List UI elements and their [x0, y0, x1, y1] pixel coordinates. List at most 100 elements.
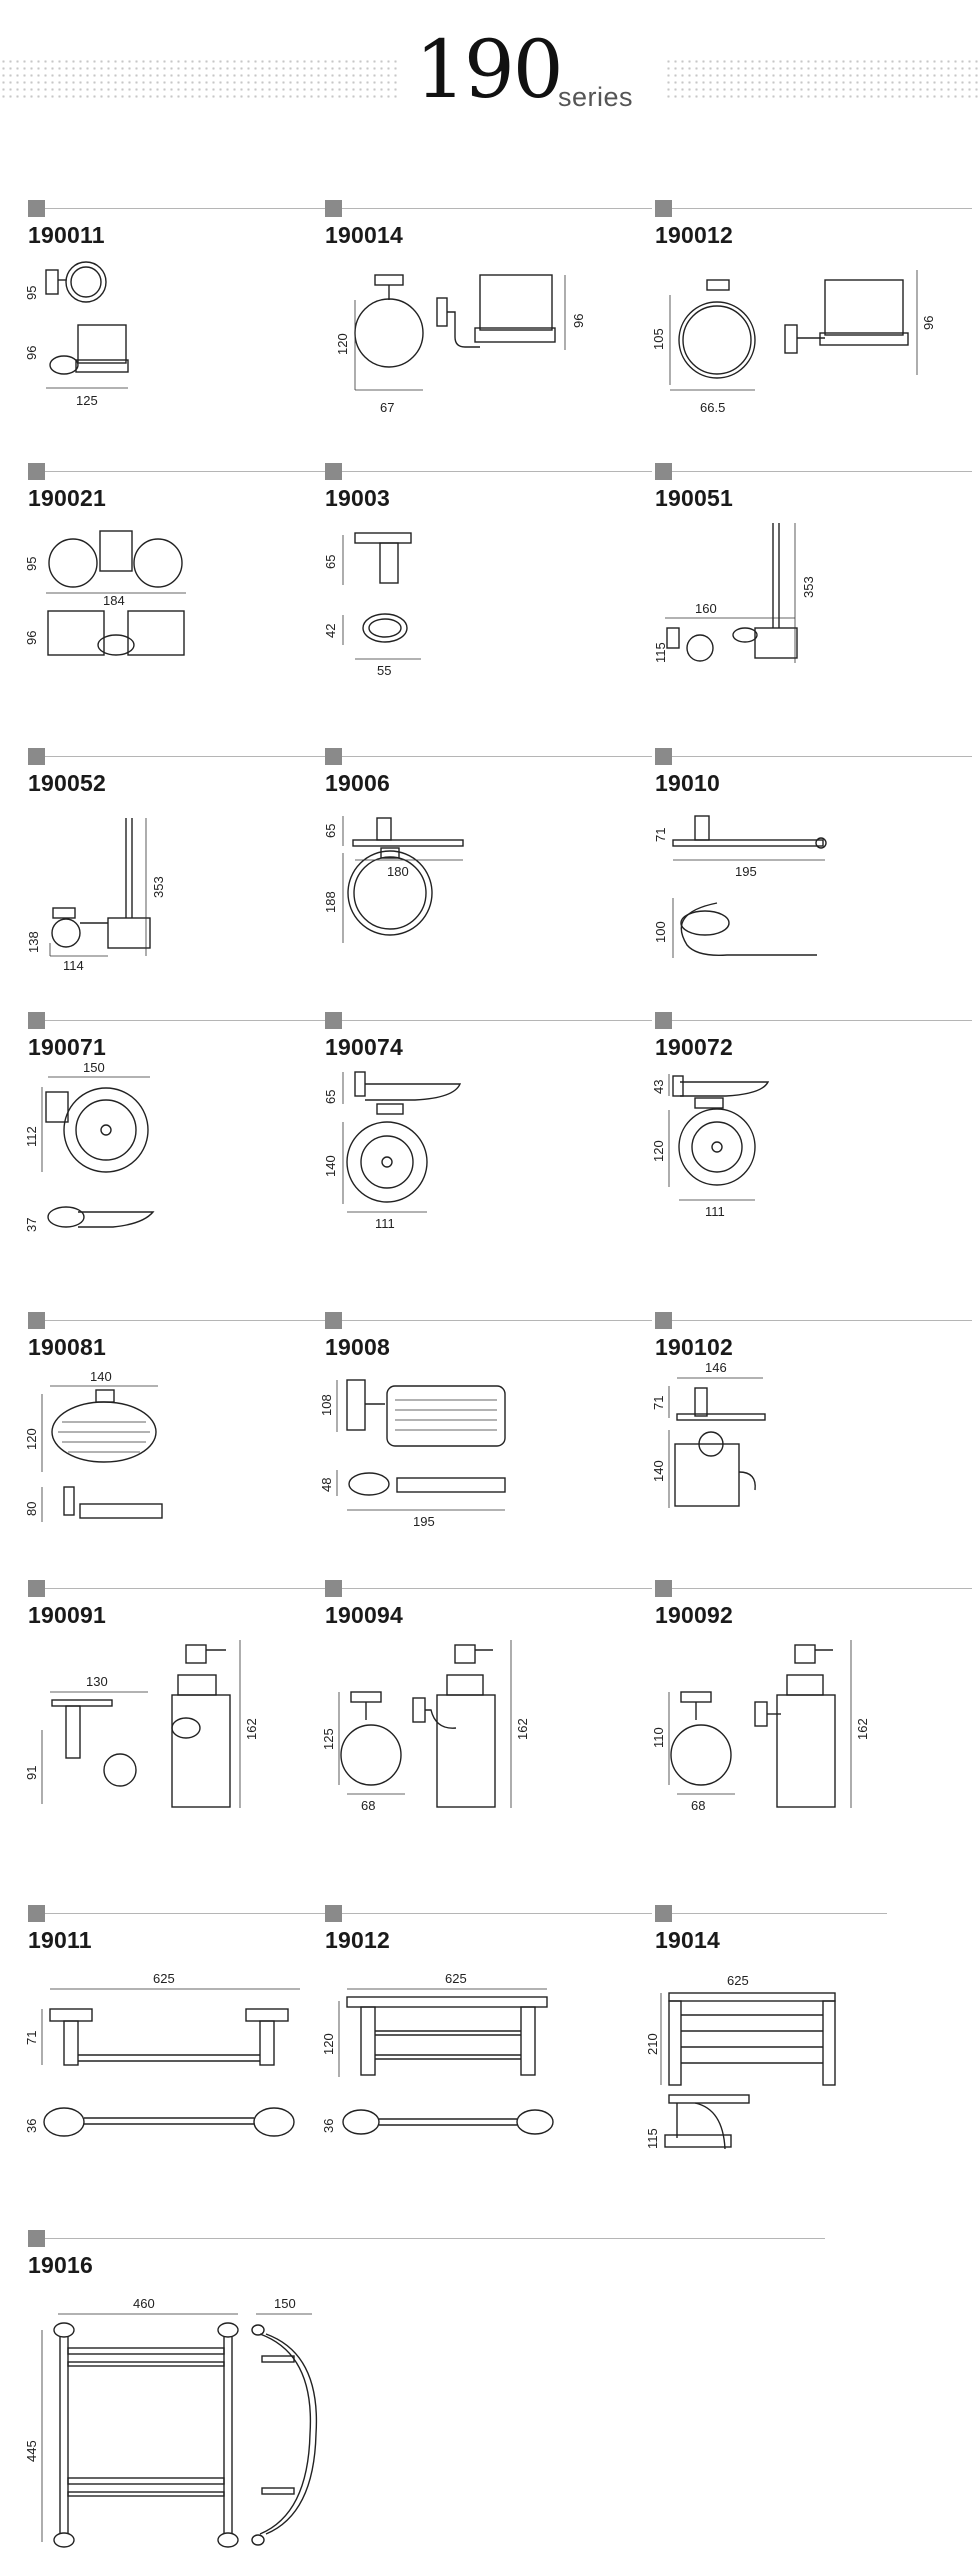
- section-marker: [325, 1905, 342, 1922]
- dim-top: 71: [653, 828, 668, 842]
- product-drawing: 120 67 96: [335, 274, 586, 415]
- dim-width: 460: [133, 2296, 155, 2311]
- section-rule: [672, 756, 972, 757]
- product-drawing: 65 140 111: [323, 1071, 462, 1231]
- product-code: 190012: [655, 222, 733, 248]
- dim-total: 353: [151, 876, 166, 898]
- product-190072: 190072 43 120 111: [651, 1012, 975, 1252]
- dot-pattern-left: [0, 58, 400, 102]
- product-190012: 190012 105 66.5 96: [651, 200, 975, 430]
- section-rule: [45, 1913, 335, 1914]
- section-marker: [325, 463, 342, 480]
- dim-height: 100: [653, 921, 668, 943]
- product-code: 190081: [28, 1334, 106, 1360]
- dim-width: 66.5: [700, 400, 725, 415]
- product-code: 190074: [325, 1034, 403, 1060]
- dim-total: 162: [515, 1718, 530, 1740]
- section-rule: [45, 208, 335, 209]
- section-marker: [655, 463, 672, 480]
- product-code: 19010: [655, 770, 720, 796]
- product-190011: 190011 125 95 96: [24, 200, 335, 430]
- section-rule: [342, 471, 652, 472]
- section-marker: [655, 1580, 672, 1597]
- dim-total: 162: [855, 1718, 870, 1740]
- dim-height: 445: [24, 2440, 39, 2462]
- product-drawing: 125 68 162: [321, 1640, 530, 1813]
- product-190052: 190052 138 114 353: [26, 748, 335, 988]
- product-190071: 190071 150 112 37: [24, 1012, 335, 1252]
- dim-width: 125: [76, 393, 98, 408]
- product-code: 190071: [28, 1034, 106, 1060]
- dim-height: 110: [651, 1727, 666, 1748]
- product-drawing: 110 68 162: [651, 1640, 870, 1813]
- product-190092: 190092 110 68 162: [651, 1580, 975, 1840]
- product-drawing: 625 71 36: [24, 1971, 300, 2137]
- product-drawing: 65 42 55: [323, 532, 421, 678]
- section-marker: [655, 1905, 672, 1922]
- dim-width: 114: [63, 958, 84, 973]
- dim-height: 71: [24, 2031, 39, 2045]
- section-rule: [672, 1320, 972, 1321]
- dim-width: 67: [380, 400, 394, 415]
- product-19010: 19010 71 195 100: [653, 748, 975, 988]
- dim-height: 138: [26, 931, 41, 953]
- dim-width: 68: [361, 1798, 375, 1813]
- section-rule: [672, 208, 972, 209]
- product-190091: 190091 130 91 162: [24, 1580, 335, 1840]
- section-marker: [325, 748, 342, 765]
- section-marker: [28, 748, 45, 765]
- product-19014: 19014 625 210 115: [645, 1905, 975, 2165]
- section-rule: [342, 1020, 652, 1021]
- product-drawing: 125 95 96: [24, 261, 129, 408]
- section-rule: [342, 208, 652, 209]
- section-rule: [342, 1320, 652, 1321]
- product-190081: 190081 140 120 80: [24, 1312, 335, 1552]
- product-drawing: 625 210 115: [645, 1973, 836, 2150]
- product-code: 190072: [655, 1034, 733, 1060]
- dim-top: 65: [323, 1090, 338, 1104]
- dim-height: 112: [24, 1126, 39, 1147]
- product-code: 19003: [325, 485, 390, 511]
- product-19006: 19006 65 180 188: [323, 748, 655, 988]
- dim-top: 95: [24, 557, 39, 571]
- dim-width: 111: [375, 1216, 395, 1231]
- section-marker: [28, 1012, 45, 1029]
- dim-width: 625: [727, 1973, 749, 1988]
- product-code: 190094: [325, 1602, 403, 1628]
- section-rule: [45, 471, 335, 472]
- product-drawing: 71 195 100: [653, 815, 827, 958]
- section-marker: [28, 1580, 45, 1597]
- dim-height: 120: [335, 333, 350, 355]
- section-rule: [342, 1913, 652, 1914]
- product-code: 190011: [28, 222, 105, 248]
- product-drawing: 43 120 111: [651, 1074, 770, 1219]
- product-19008: 19008 108 48 195: [319, 1312, 655, 1552]
- dim-bottom: 96: [24, 631, 39, 645]
- series-number: 190: [415, 23, 564, 116]
- dim-height: 120: [651, 1140, 666, 1162]
- section-marker: [655, 1312, 672, 1329]
- dim-height: 125: [321, 1728, 336, 1750]
- dim-side: 96: [921, 316, 936, 330]
- section-rule: [45, 756, 335, 757]
- dim-height: 140: [323, 1155, 338, 1177]
- dim-width: 111: [705, 1204, 725, 1219]
- product-code: 190091: [28, 1602, 106, 1628]
- section-marker: [325, 1012, 342, 1029]
- dim-width: 146: [705, 1360, 727, 1375]
- dim-top: 71: [651, 1396, 666, 1410]
- dim-height: 108: [319, 1394, 334, 1416]
- dim-height: 188: [323, 891, 338, 913]
- dim-height: 105: [651, 328, 666, 350]
- section-rule: [45, 1320, 335, 1321]
- dim-width: 625: [445, 1971, 467, 1986]
- dim-width: 184: [103, 593, 125, 608]
- section-rule: [342, 1588, 652, 1589]
- section-rule: [672, 1020, 972, 1021]
- product-code: 190092: [655, 1602, 733, 1628]
- dim-width: 68: [691, 1798, 705, 1813]
- product-code: 190102: [655, 1334, 733, 1360]
- catalog-header: 190 series: [0, 0, 980, 140]
- product-code: 19011: [28, 1927, 92, 1953]
- section-marker: [28, 463, 45, 480]
